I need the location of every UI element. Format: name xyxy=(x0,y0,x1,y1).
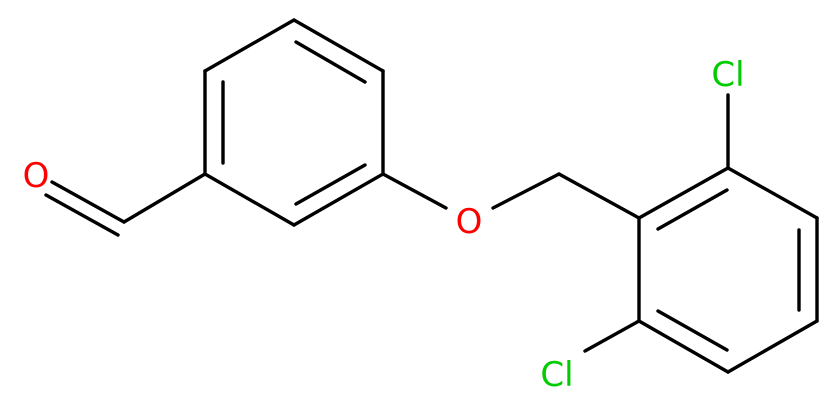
bond xyxy=(491,172,561,210)
ether-oxygen-label: O xyxy=(456,202,483,242)
bond xyxy=(557,172,641,220)
aromatic-inner-bond xyxy=(294,163,367,206)
bond xyxy=(726,319,819,374)
bond xyxy=(637,319,730,374)
bond xyxy=(203,172,296,227)
aldehyde-oxygen-label: O xyxy=(23,156,50,196)
carbonyl-bond xyxy=(44,193,120,237)
bond xyxy=(583,319,641,353)
bond xyxy=(203,18,296,73)
aromatic-inner-bond xyxy=(656,188,729,231)
aromatic-inner-bond xyxy=(656,309,729,352)
bond xyxy=(292,172,385,227)
ether-linkage xyxy=(381,172,641,220)
chlorine-bottom-label: Cl xyxy=(540,355,573,395)
benzaldehyde-ring xyxy=(203,18,385,227)
carbonyl-bond xyxy=(50,180,126,224)
bond xyxy=(637,166,730,220)
chlorine-top-label: Cl xyxy=(711,55,744,95)
bond xyxy=(292,18,385,73)
aromatic-inner-bond xyxy=(294,40,367,84)
bond xyxy=(726,166,819,220)
dichlorophenyl-ring xyxy=(637,166,819,374)
bond xyxy=(381,172,448,210)
aldehyde-group xyxy=(44,172,207,237)
bond xyxy=(122,172,207,224)
